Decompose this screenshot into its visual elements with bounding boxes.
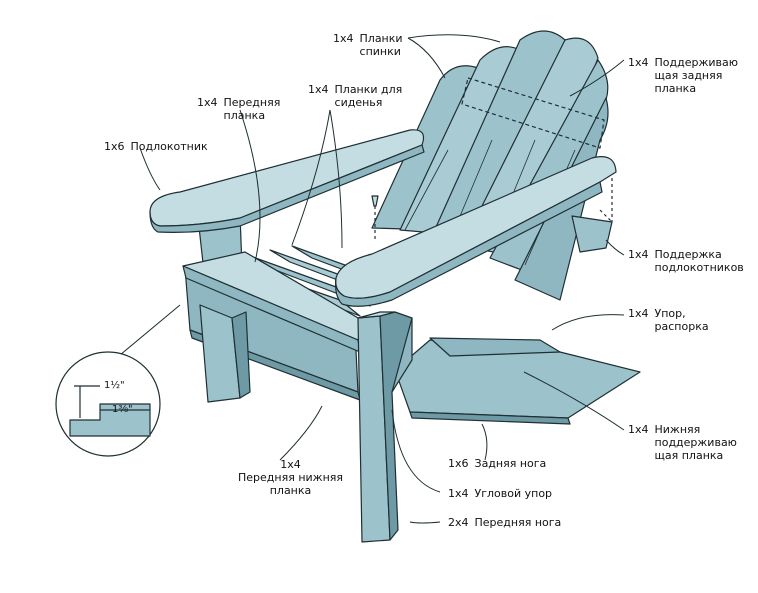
joint-detail [55, 351, 161, 457]
detail-dim-top: 1½" [104, 380, 125, 391]
label-size: 1x4 [333, 32, 354, 45]
back-support-plank [461, 77, 605, 149]
arm-support [571, 215, 613, 253]
detail-dim-bottom: 1⅜" [112, 404, 133, 415]
brace [429, 337, 561, 357]
